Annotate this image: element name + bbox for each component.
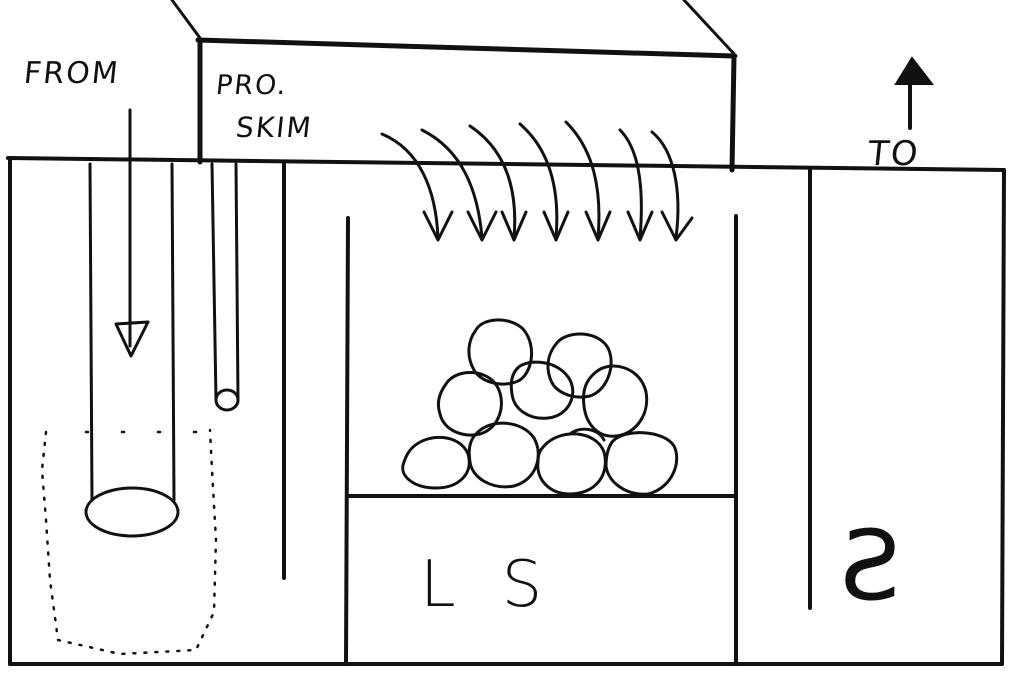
return-arrow	[894, 56, 935, 130]
live-sand-label: LS	[420, 548, 589, 622]
inflow-arrow	[114, 108, 150, 358]
skimmer-tube	[210, 162, 240, 412]
from-label: FROM	[22, 56, 122, 91]
protein-label: PRO.	[214, 70, 290, 101]
protein-skimmer	[170, 0, 738, 173]
skim-label: SKIM	[234, 111, 315, 144]
flow-arrows	[380, 120, 694, 242]
live-rock-pile	[401, 318, 679, 496]
baffles	[282, 162, 812, 666]
to-label: TO	[865, 134, 922, 174]
drain-pipe	[40, 162, 218, 656]
sump-tank	[6, 156, 1006, 666]
return-pump-symbol: Ƨ	[840, 510, 901, 622]
